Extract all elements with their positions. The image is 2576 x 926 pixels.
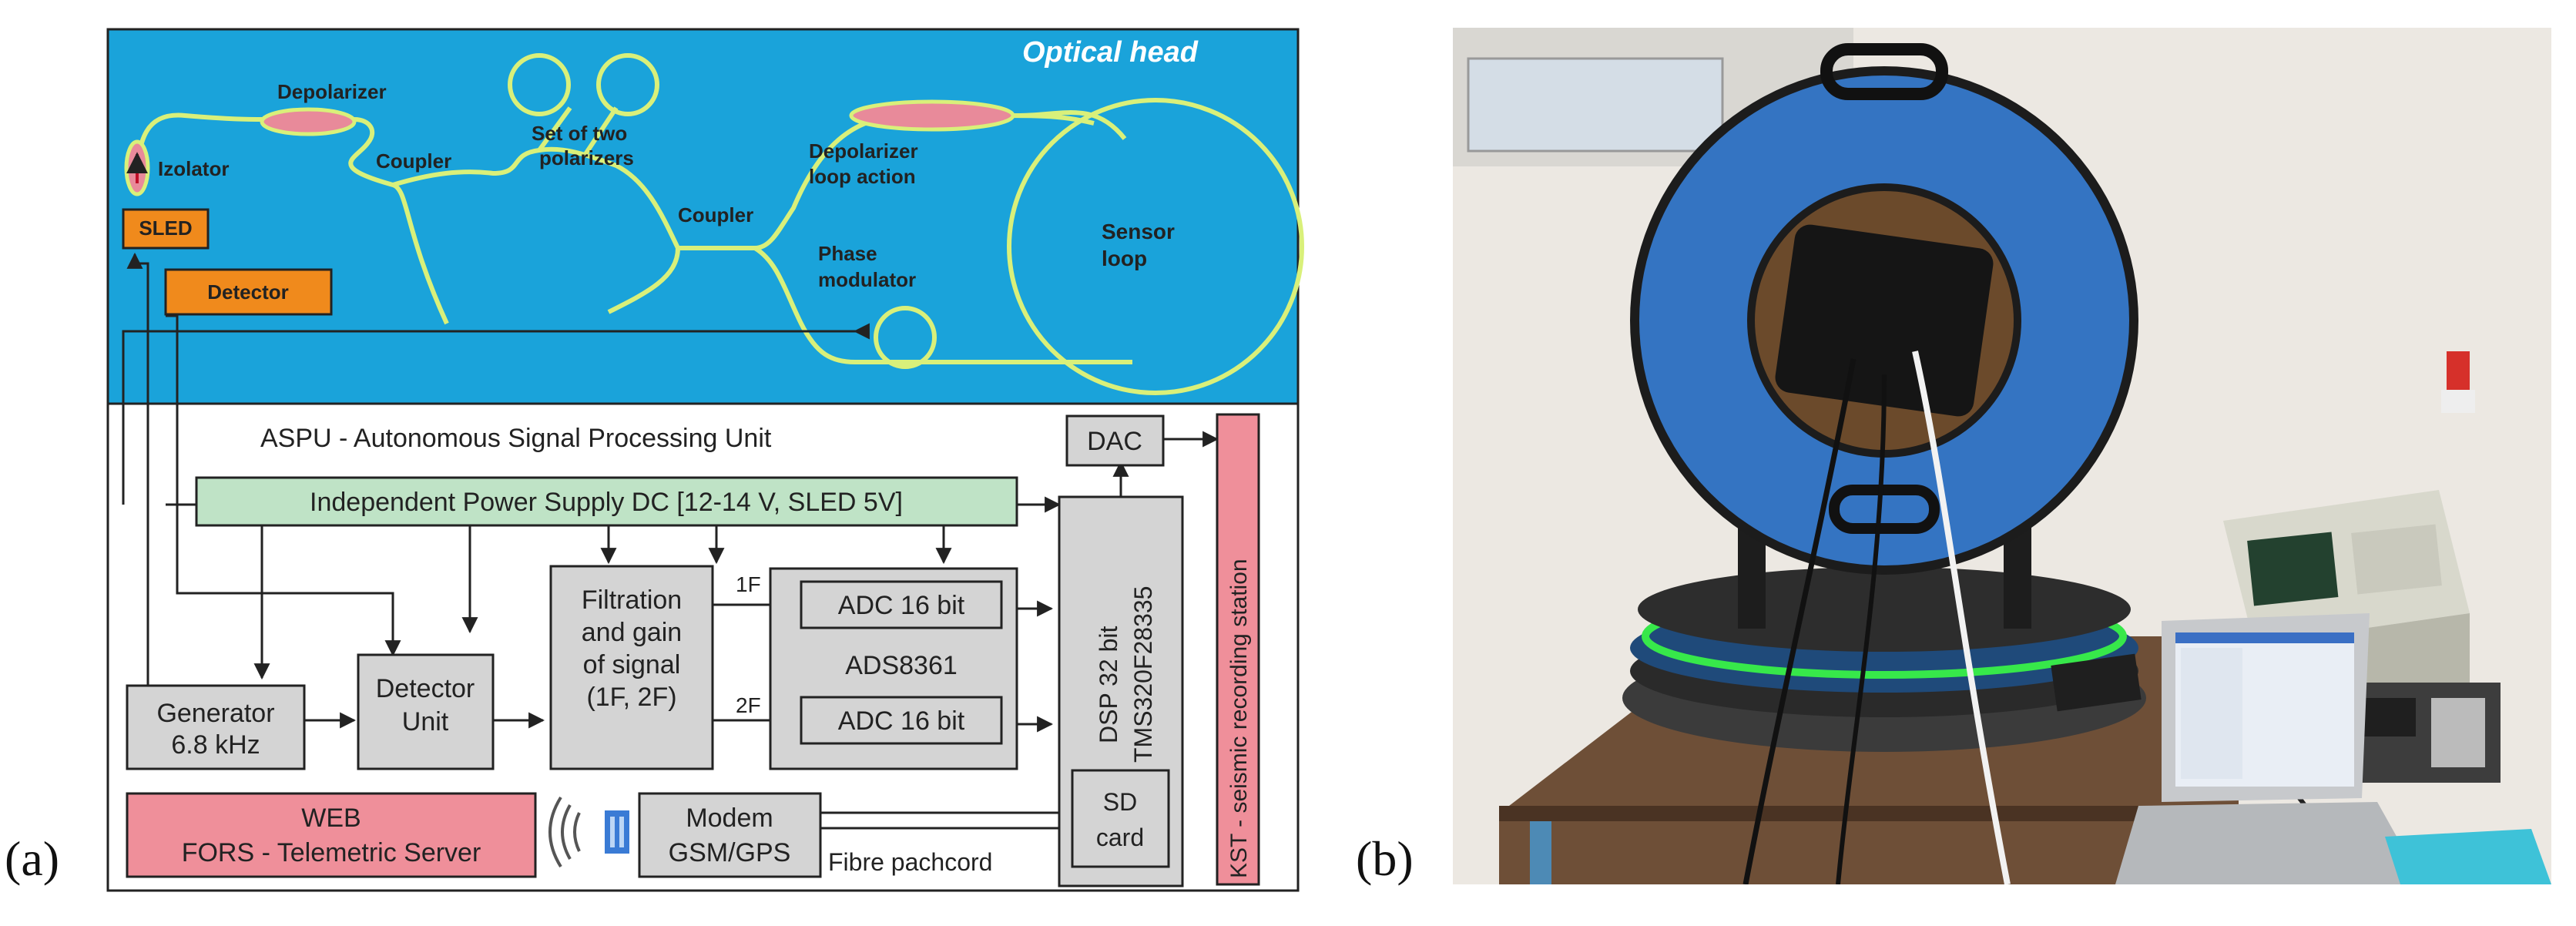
generator-label-2: 6.8 kHz [171,730,260,760]
adc-bottom-box [800,696,1003,745]
detector-unit-label-1: Detector [376,674,475,703]
detector-unit-label-2: Unit [402,707,449,736]
polarizer-2 [596,53,659,116]
dsp-label-1: DSP 32 bit [1095,626,1122,744]
web-label-1: WEB [301,804,361,833]
modem-label-2: GSM/GPS [669,838,791,867]
coupler-right-label: Coupler [678,203,753,226]
filtration-label-3: of signal [583,650,681,679]
aspu-title: ASPU - Autonomous Signal Processing Unit [260,424,772,453]
sd-card-label-1: SD [1103,788,1137,816]
modem-label-1: Modem [686,804,773,833]
phase-modulator-label-1: Phase [818,242,877,265]
filtration-box [549,565,714,770]
polarizer-1 [508,53,571,116]
fors-block-diagram: Optical head Depolarizer Izolator SLED D… [106,28,1304,892]
coupler-left-label: Coupler [376,149,451,173]
polarizers-label-1: Set of two [532,122,627,145]
sd-card-label-2: card [1096,824,1144,851]
fibre-patchcord-label: Fibre pachcord [828,848,992,876]
adc-bottom-label: ADC 16 bit [838,706,965,736]
depolarizer-label: Depolarizer [277,80,387,103]
optical-head-region [106,28,1300,405]
izolator-label: Izolator [158,157,229,180]
kst-box [1216,413,1260,886]
detector-label: Detector [207,280,288,304]
kst-label: KST - seismic recording station [1226,559,1252,878]
web-label-2: FORS - Telemetric Server [182,838,481,867]
phase-modulator [874,306,937,369]
filtration-label-4: (1F, 2F) [586,683,676,712]
sd-card-box [1071,769,1170,868]
filtration-label-1: Filtration [582,585,682,615]
panel-b-label: (b) [1356,831,1414,886]
depolarizer-loop-label-2: loop action [809,165,916,188]
connection-wires [122,252,1219,830]
generator-label-1: Generator [156,699,274,728]
power-supply-box [195,476,1018,527]
web-server-box [126,792,537,878]
optical-head-title: Optical head [1022,36,1199,69]
dac-box [1065,414,1165,467]
polarizers-label-2: polarizers [539,146,634,169]
modem-box [638,792,822,878]
detector-box [164,268,333,316]
sled-box [122,208,210,250]
label-1f: 1F [736,572,761,596]
filtration-label-2: and gain [582,618,682,647]
power-supply-label: Independent Power Supply DC [12-14 V, SL… [310,488,903,517]
rotational-seismometer-photo [1453,28,2551,884]
depolarizer-loop-element [849,99,1015,132]
panel-a-label: (a) [5,831,60,886]
sled-label: SLED [139,216,192,240]
detector-unit-box [357,653,495,770]
wireless-signal-icon [548,796,581,868]
adc-top-box [800,580,1003,629]
dsp-label-2: TMS320F28335 [1129,586,1157,763]
sensor-loop-label-2: loop [1102,247,1147,270]
sensor-loop [1007,98,1304,395]
adc-chip-label: ADS8361 [845,651,958,680]
label-2f: 2F [736,693,761,717]
depolarizer-loop-label-1: Depolarizer [809,139,918,163]
antenna-icon [605,810,629,854]
depolarizer-element [260,107,357,136]
sensor-loop-label-1: Sensor [1102,220,1175,243]
phase-modulator-label-2: modulator [818,268,916,291]
dac-label: DAC [1087,427,1142,456]
generator-box [126,684,306,770]
adc-top-label: ADC 16 bit [838,591,965,620]
